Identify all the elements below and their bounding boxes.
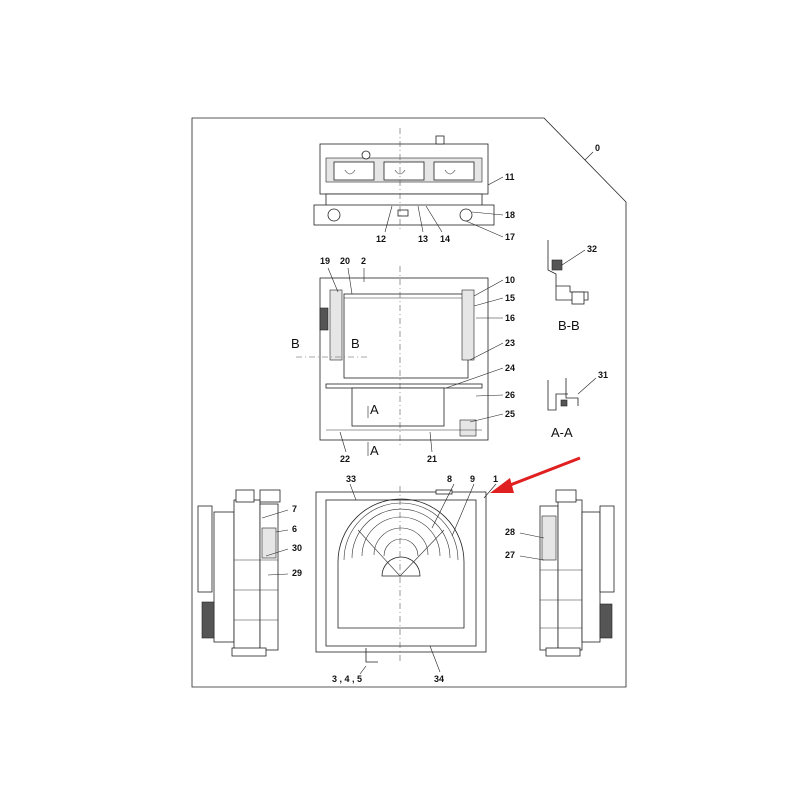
part-label-28: 28 xyxy=(505,527,515,537)
section-a-marker-upper: A xyxy=(370,402,379,417)
part-label-13: 13 xyxy=(418,234,428,244)
section-b-marker-left: B xyxy=(291,336,300,351)
part-label-27: 27 xyxy=(505,550,515,560)
section-bb-view xyxy=(547,240,589,305)
part-label-21: 21 xyxy=(427,454,437,464)
part-label-22: 22 xyxy=(340,454,350,464)
part-label-12: 12 xyxy=(376,234,386,244)
part-label-30: 30 xyxy=(292,543,302,553)
part-label-34: 34 xyxy=(434,674,444,684)
part-label-14: 14 xyxy=(440,234,450,244)
right-side-view xyxy=(539,489,615,657)
part-label-3-4-5: 3 , 4 , 5 xyxy=(332,674,362,684)
section-bb-caption: B-B xyxy=(558,318,580,333)
part-label-29: 29 xyxy=(292,568,302,578)
part-label-10: 10 xyxy=(505,275,515,285)
section-b-marker-right: B xyxy=(351,336,360,351)
part-label-23: 23 xyxy=(505,338,515,348)
left-side-view xyxy=(197,489,281,657)
section-a-marker-lower: A xyxy=(370,443,379,458)
part-label-11: 11 xyxy=(505,172,515,182)
red-arrow-icon xyxy=(490,456,581,493)
part-label-26: 26 xyxy=(505,390,515,400)
part-label-31: 31 xyxy=(598,370,608,380)
section-aa-caption: A-A xyxy=(551,425,573,440)
assembly-number: 0 xyxy=(595,143,600,153)
top-view xyxy=(313,128,495,232)
part-label-6: 6 xyxy=(292,524,297,534)
assembly-leader xyxy=(584,151,594,161)
part-label-24: 24 xyxy=(505,363,515,373)
part-label-9: 9 xyxy=(470,474,475,484)
drawing-frame xyxy=(191,117,627,688)
part-label-18: 18 xyxy=(505,210,515,220)
front-view xyxy=(296,266,489,448)
part-label-20: 20 xyxy=(340,256,350,266)
section-aa-view xyxy=(547,377,597,411)
fan-view xyxy=(315,486,487,663)
part-label-8: 8 xyxy=(447,474,452,484)
part-label-19: 19 xyxy=(320,256,330,266)
part-label-25: 25 xyxy=(505,409,515,419)
part-label-15: 15 xyxy=(505,293,515,303)
part-label-16: 16 xyxy=(505,313,515,323)
part-label-33: 33 xyxy=(346,474,356,484)
part-label-7: 7 xyxy=(292,504,297,514)
part-label-32: 32 xyxy=(587,244,597,254)
part-label-2: 2 xyxy=(361,256,366,266)
part-label-17: 17 xyxy=(505,232,515,242)
part-label-1: 1 xyxy=(493,474,498,484)
